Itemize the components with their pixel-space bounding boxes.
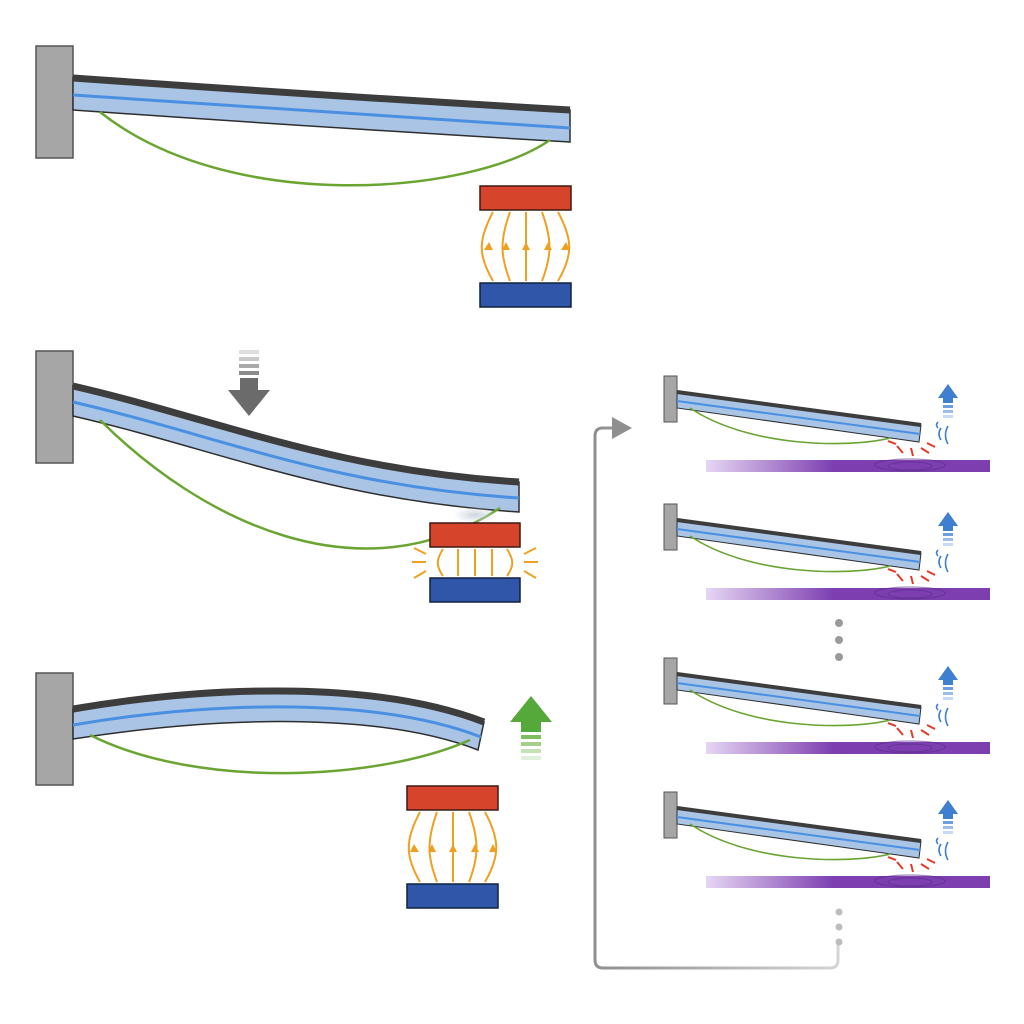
- connector-arrowhead: [612, 417, 632, 439]
- cantilever-beam: [72, 74, 571, 143]
- burst-lines: [412, 547, 538, 579]
- wall-mount: [35, 350, 74, 464]
- sequence-row: [662, 790, 992, 890]
- substrate: [706, 460, 990, 472]
- ellipsis-dots-trailing: [835, 908, 843, 946]
- wire: [99, 111, 551, 187]
- magnet-south: [479, 282, 572, 308]
- magnet-north: [429, 522, 521, 548]
- stage-released: [35, 672, 552, 909]
- magnet-south: [406, 883, 499, 909]
- wall-mount: [35, 45, 74, 159]
- down-arrow-icon: [228, 350, 270, 416]
- wall-mount: [35, 672, 74, 786]
- cantilever-beam: [72, 687, 486, 752]
- magnet-north: [479, 185, 572, 211]
- ellipsis-dots: [835, 619, 843, 661]
- wire: [689, 407, 891, 445]
- wire: [89, 733, 471, 775]
- cantilever-beam: [72, 382, 520, 513]
- up-arrow-icon: [938, 384, 958, 418]
- stage-pressed: [35, 350, 538, 603]
- magnet-south: [429, 577, 521, 603]
- field-arrowheads: [484, 242, 570, 250]
- up-arrow-icon: [510, 696, 552, 760]
- ripple: [874, 458, 946, 472]
- sequence-row: [662, 656, 992, 756]
- stage-rest: [35, 45, 572, 308]
- magnet-north: [406, 785, 499, 811]
- vibration-icon: [935, 421, 949, 445]
- cantilever-beam: [676, 390, 922, 443]
- wall-mount: [663, 375, 678, 423]
- contact-point: [453, 507, 497, 523]
- sequence-connector: [593, 417, 840, 970]
- compressed-field-lines: [436, 548, 514, 577]
- field-arrowheads: [410, 844, 497, 852]
- sequence-row: [662, 502, 992, 602]
- impact-lines: [887, 440, 936, 457]
- sequence-row: [663, 375, 990, 472]
